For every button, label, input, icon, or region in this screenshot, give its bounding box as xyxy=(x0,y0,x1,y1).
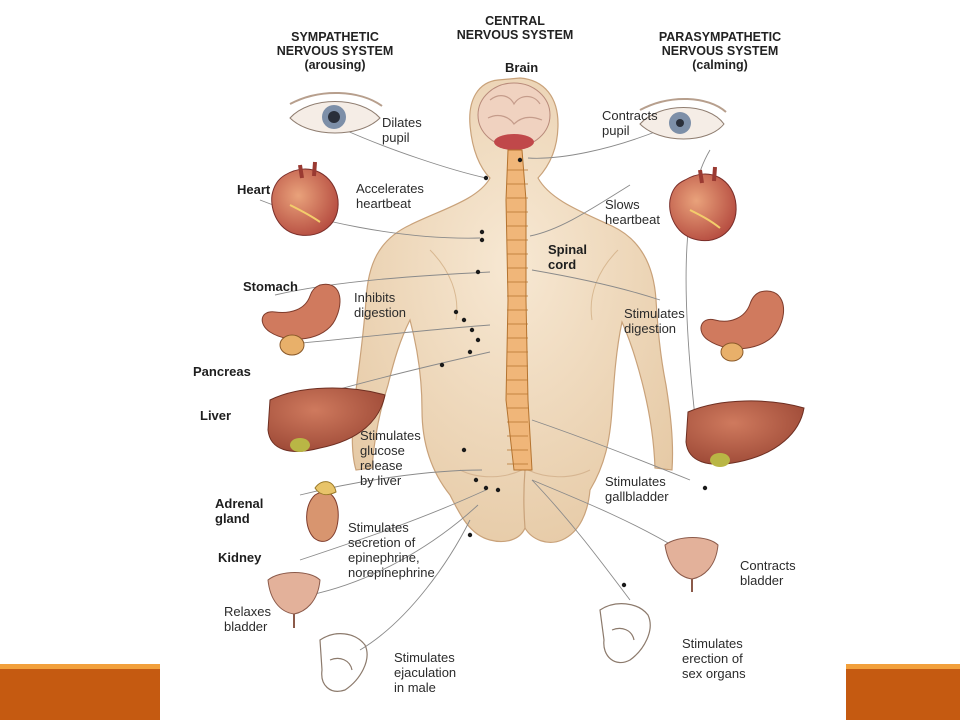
stomach-right-illustration xyxy=(700,290,785,362)
heart-label: Heart xyxy=(237,182,271,197)
contracts-bladder-label: Contracts bladder xyxy=(740,558,796,588)
stimulates-gallbladder-label: Stimulates gallbladder xyxy=(605,474,669,504)
accent-bar-left xyxy=(0,668,160,720)
inhibits-digestion-label: Inhibits digestion xyxy=(354,290,407,320)
bladder-right-illustration xyxy=(664,537,719,592)
heart-left-illustration xyxy=(271,161,339,236)
stimulates-ejaculation-label: Stimulates ejaculation in male xyxy=(394,650,457,695)
stomach-label: Stomach xyxy=(243,279,298,294)
nerve-lines xyxy=(259,129,711,651)
sympathetic-header: SYMPATHETIC NERVOUS SYSTEM (arousing) xyxy=(276,30,394,72)
accent-bar-right xyxy=(846,668,960,720)
eye-left-illustration xyxy=(289,91,383,134)
adrenal-gland-label: Adrenal gland xyxy=(215,496,264,526)
slows-heartbeat-label: Slows heartbeat xyxy=(605,197,660,227)
spinal-cord-label: Spinal cord xyxy=(548,242,588,272)
liver-right-illustration xyxy=(685,400,805,467)
contracts-pupil-label: Contracts pupil xyxy=(602,108,658,138)
stimulates-digestion-label: Stimulates digestion xyxy=(624,306,685,336)
kidney-label: Kidney xyxy=(218,550,262,565)
liver-left-illustration xyxy=(267,387,386,452)
parasympathetic-header: PARASYMPATHETIC NERVOUS SYSTEM (calming) xyxy=(658,30,782,72)
pancreas-label: Pancreas xyxy=(193,364,251,379)
central-header: CENTRAL NERVOUS SYSTEM xyxy=(456,14,574,42)
accent-bar-left-top xyxy=(0,664,160,669)
sex-organ-right-illustration xyxy=(599,603,651,664)
accelerates-heartbeat-label: Accelerates heartbeat xyxy=(356,181,424,211)
diagram-drawing xyxy=(259,77,805,692)
heart-right-illustration xyxy=(669,166,737,242)
nervous-system-diagram: SYMPATHETIC NERVOUS SYSTEM (arousing) CE… xyxy=(160,0,846,720)
epinephrine-label: Stimulates secretion of epinephrine, nor… xyxy=(348,520,435,580)
glucose-release-label: Stimulates glucose release by liver xyxy=(360,428,421,488)
stimulates-erection-label: Stimulates erection of sex organs xyxy=(682,636,746,681)
kidney-illustration xyxy=(306,481,339,542)
dilates-pupil-label: Dilates pupil xyxy=(382,115,422,145)
brain-illustration xyxy=(477,82,551,150)
relaxes-bladder-label: Relaxes bladder xyxy=(224,604,271,634)
bladder-left-illustration xyxy=(267,572,321,628)
liver-label: Liver xyxy=(200,408,232,423)
brain-label: Brain xyxy=(505,60,539,75)
spinal-cord-illustration xyxy=(505,149,533,471)
eye-right-illustration xyxy=(639,98,727,140)
sex-organ-left-illustration xyxy=(319,633,368,692)
accent-bar-right-top xyxy=(846,664,960,669)
stomach-left-illustration xyxy=(261,283,341,356)
